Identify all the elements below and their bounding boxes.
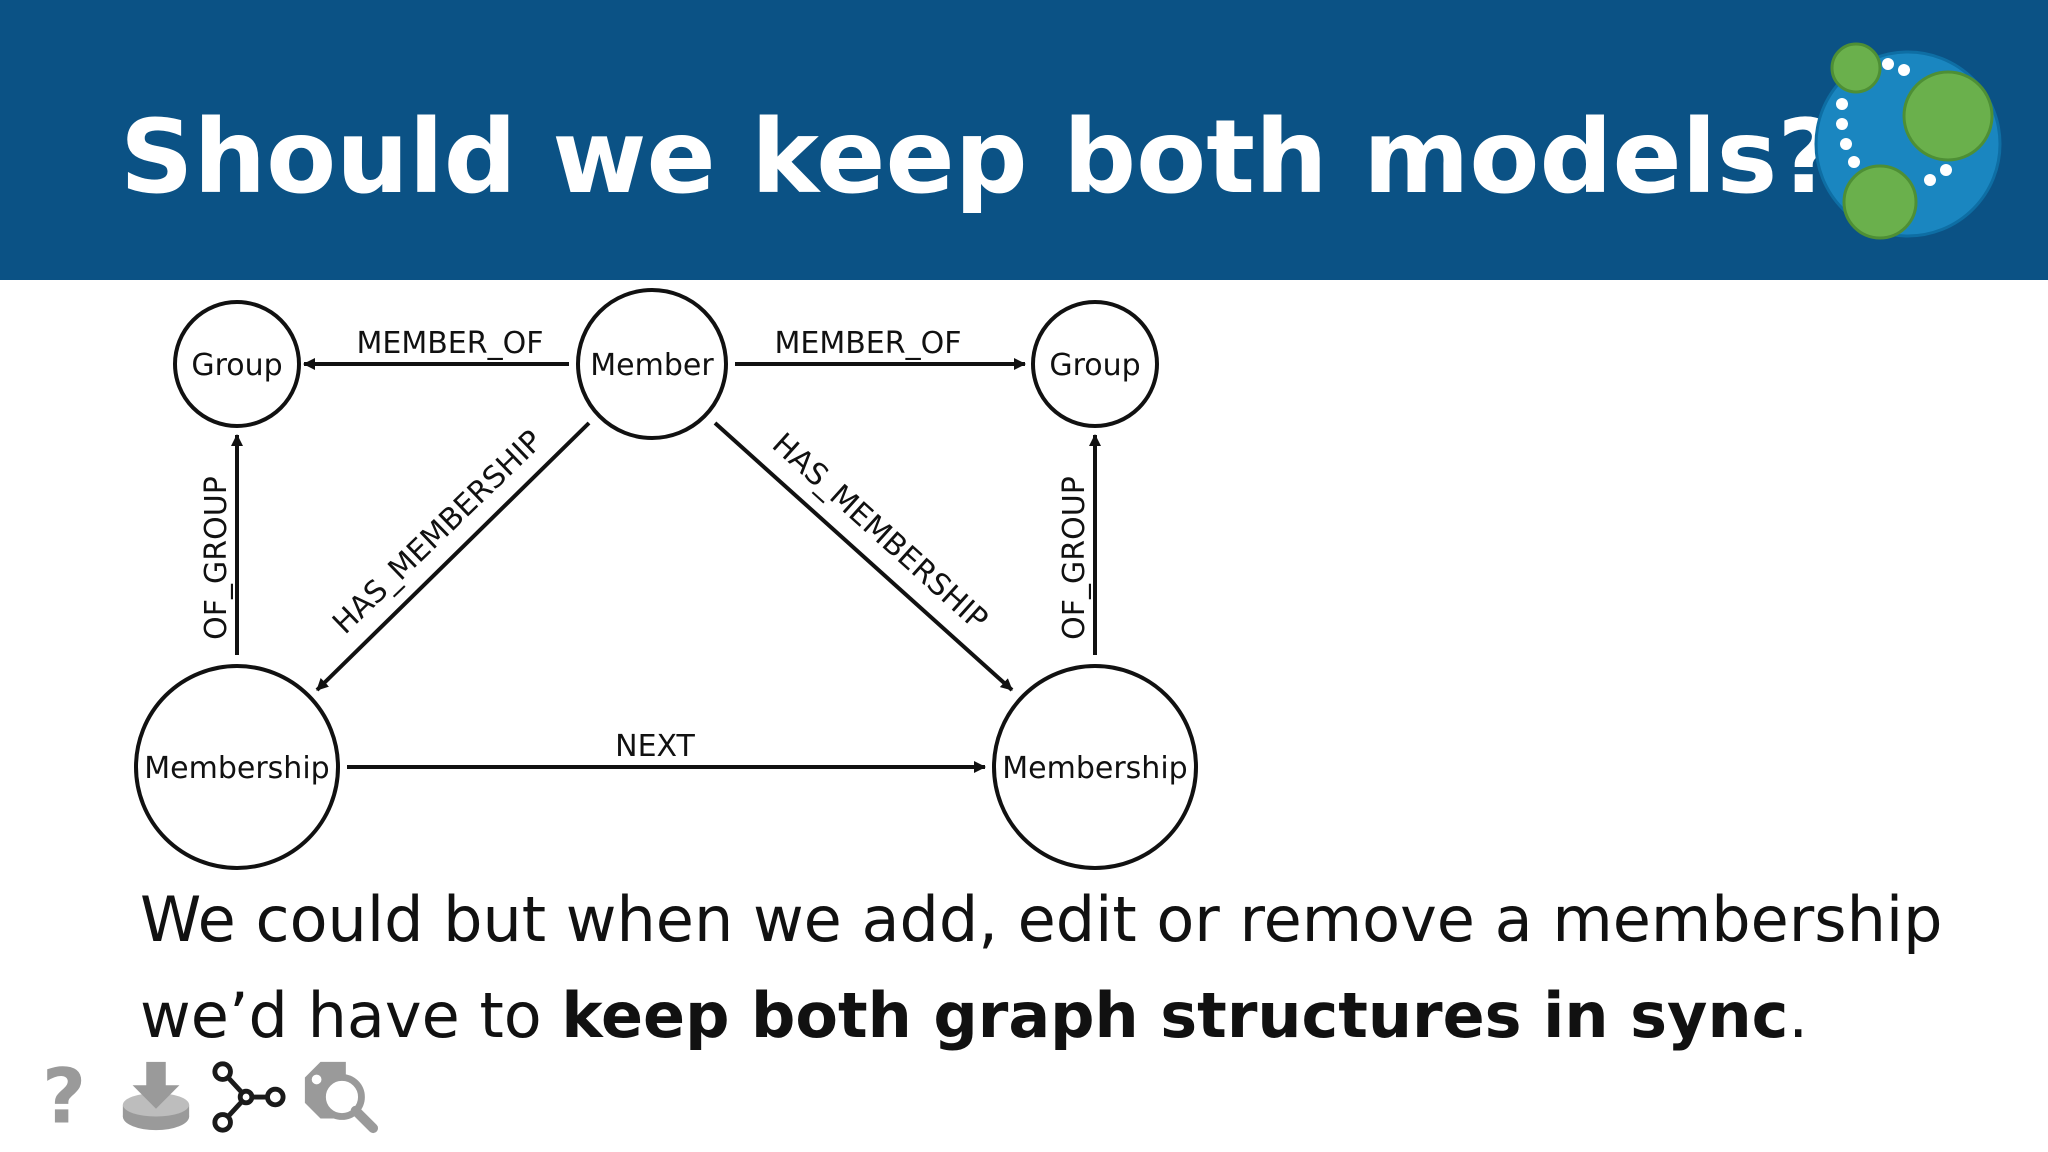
edge-of-group-right-label: OF_GROUP (1057, 476, 1092, 640)
graph-diagram: Member Group Group Membership Membership… (134, 288, 1198, 870)
node-membership-right (992, 664, 1198, 870)
body-line-2-bold: keep both graph structures in sync (561, 979, 1789, 1052)
body-line-2-suffix: . (1788, 979, 1809, 1052)
edge-next-label: NEXT (615, 729, 695, 764)
edge-has-membership-left (315, 421, 591, 692)
node-membership-right-label: Membership (1002, 751, 1187, 786)
help-icon: ? (42, 1058, 86, 1136)
edge-member-of-left-label: MEMBER_OF (357, 326, 544, 361)
download-button[interactable] (114, 1055, 198, 1139)
body-line-2-prefix: we’d have to (140, 979, 562, 1052)
search-tag-button[interactable] (298, 1055, 382, 1139)
edge-has-membership-left-label: HAS_MEMBERSHIP (326, 424, 549, 641)
graph-icon (212, 1061, 286, 1133)
graph-view-button[interactable] (206, 1055, 290, 1139)
download-icon (122, 1061, 190, 1131)
help-button[interactable]: ? (22, 1055, 106, 1139)
search-tag-icon (304, 1061, 379, 1134)
body-text: We could but when we add, edit or remove… (140, 872, 2000, 1064)
player-toolbar: ? (22, 1052, 382, 1142)
neo4j-logo-icon (1814, 42, 2002, 240)
svg-text:?: ? (42, 1058, 86, 1136)
node-group-right (1031, 300, 1159, 428)
node-membership-left-label: Membership (144, 751, 329, 786)
node-group-left (173, 300, 301, 428)
edge-member-of-right-label: MEMBER_OF (775, 326, 962, 361)
page-title: Should we keep both models? (120, 98, 1837, 217)
node-member-label: Member (590, 348, 714, 383)
node-membership-left (134, 664, 340, 870)
header-bar: Should we keep both models? (0, 0, 2048, 280)
edge-has-membership-right (713, 421, 1014, 692)
node-group-right-label: Group (1049, 348, 1140, 383)
node-member (576, 288, 728, 440)
body-line-2: we’d have to keep both graph structures … (140, 968, 2000, 1064)
edge-has-membership-right-label: HAS_MEMBERSHIP (765, 426, 994, 637)
node-group-left-label: Group (191, 348, 282, 383)
body-line-1: We could but when we add, edit or remove… (140, 883, 1943, 956)
edge-of-group-left-label: OF_GROUP (199, 476, 234, 640)
